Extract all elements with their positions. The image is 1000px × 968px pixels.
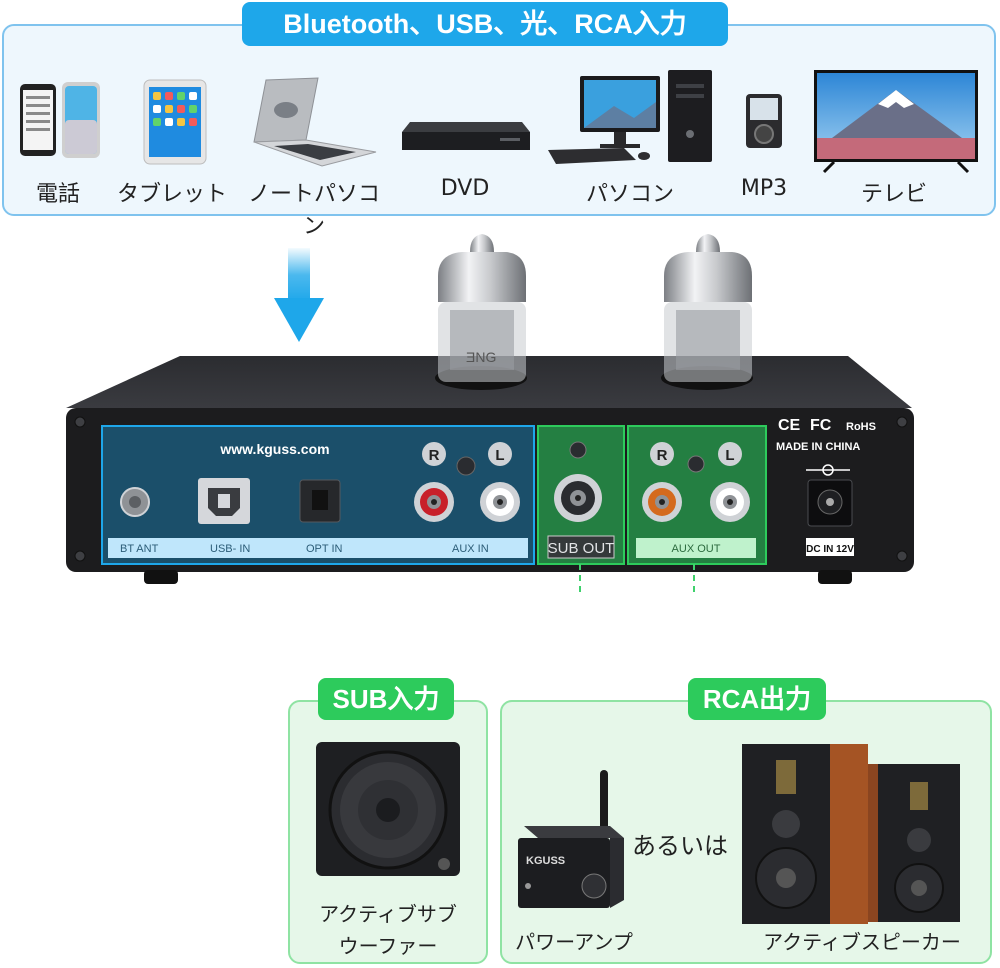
l-channel-badge: L bbox=[488, 442, 512, 466]
svg-text:L: L bbox=[495, 447, 504, 464]
dvd-player-icon bbox=[402, 122, 530, 150]
power-amp-icon: KGUSS bbox=[518, 770, 624, 908]
ce-mark: CE bbox=[778, 417, 801, 434]
tv-icon bbox=[814, 70, 978, 174]
l-out-badge: L bbox=[718, 442, 742, 466]
svg-text:L: L bbox=[725, 447, 734, 464]
website-text: www.kguss.com bbox=[219, 441, 329, 457]
or-text: あるいは bbox=[632, 832, 728, 860]
sub-out-label: SUB OUT bbox=[548, 540, 615, 557]
device-label-laptop: ノートパソコン bbox=[247, 182, 380, 239]
svg-text:R: R bbox=[657, 447, 668, 464]
subwoofer-label-line1: アクティブサブ bbox=[319, 902, 457, 926]
bt-ant-label: BT ANT bbox=[120, 543, 159, 555]
device-label-tablet: タブレット bbox=[116, 182, 227, 207]
tablet-icon bbox=[143, 79, 207, 165]
r-out-badge: R bbox=[650, 442, 674, 466]
vacuum-tube-right bbox=[664, 234, 752, 382]
sub-input-badge: SUB入力 bbox=[318, 678, 454, 720]
input-sources-banner: Bluetooth、USB、光、RCA入力 bbox=[242, 2, 728, 46]
aux-out-l-port bbox=[710, 482, 750, 522]
desktop-pc-icon bbox=[548, 70, 712, 164]
device-label-mp3: MP3 bbox=[740, 176, 788, 201]
aux-in-r-port bbox=[414, 482, 454, 522]
usb-in-port bbox=[198, 478, 250, 524]
rca-output-badge: RCA出力 bbox=[688, 678, 826, 720]
device-label-dvd: DVD bbox=[440, 176, 490, 201]
bt-antenna-port bbox=[120, 487, 150, 517]
opt-in-label: OPT IN bbox=[306, 543, 343, 555]
aux-out-label: AUX OUT bbox=[672, 543, 721, 555]
dc-in-port bbox=[807, 479, 853, 527]
optical-in-port bbox=[299, 479, 341, 523]
power-amp-label: パワーアンプ bbox=[515, 930, 633, 954]
fc-mark: FC bbox=[810, 417, 832, 434]
r-channel-badge: R bbox=[422, 442, 446, 466]
poweramp-brand: KGUSS bbox=[526, 855, 565, 867]
aux-in-label: AUX IN bbox=[452, 543, 489, 555]
aux-out-r-port bbox=[642, 482, 682, 522]
svg-text:R: R bbox=[429, 447, 440, 464]
vacuum-tube-left: ƎNG bbox=[438, 234, 526, 382]
laptop-icon bbox=[253, 77, 377, 167]
mp3-player-icon bbox=[746, 94, 782, 148]
subwoofer-icon bbox=[316, 742, 460, 876]
svg-text:ƎNG: ƎNG bbox=[466, 349, 496, 365]
dc-in-label: DC IN 12V bbox=[806, 544, 854, 555]
amplifier-rear-panel: ƎNG www.kguss.com bbox=[66, 234, 914, 592]
device-label-pc: パソコン bbox=[585, 182, 674, 207]
device-label-phone: 電話 bbox=[35, 182, 80, 207]
smartphone-icon bbox=[20, 82, 100, 158]
device-label-tv: テレビ bbox=[860, 182, 927, 207]
down-arrow-icon bbox=[274, 248, 324, 342]
sub-out-port bbox=[554, 474, 602, 522]
made-in-china-text: MADE IN CHINA bbox=[776, 441, 860, 453]
active-speakers-label: アクティブスピーカー bbox=[763, 930, 961, 954]
rohs-mark: RoHS bbox=[846, 421, 876, 433]
active-speakers-icon bbox=[742, 744, 960, 924]
input-labels-strip bbox=[108, 538, 528, 558]
aux-in-l-port bbox=[480, 482, 520, 522]
subwoofer-label-line2: ウーファー bbox=[338, 934, 438, 958]
usb-in-label: USB- IN bbox=[210, 543, 250, 555]
dc-polarity-icon bbox=[806, 464, 850, 476]
